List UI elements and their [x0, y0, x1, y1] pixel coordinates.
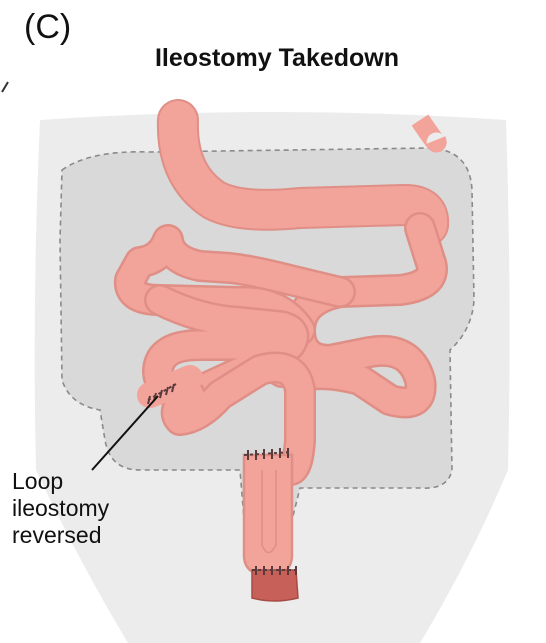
callout-label: Loop ileostomy reversed	[12, 468, 109, 549]
panel-letter: (C)	[24, 8, 72, 46]
callout-line-1: Loop	[12, 468, 64, 494]
callout-line-3: reversed	[12, 522, 102, 548]
anal-canal	[251, 569, 299, 602]
suture-lines	[147, 383, 298, 575]
edge-mark	[1, 81, 9, 93]
figure-title: Ileostomy Takedown	[154, 44, 400, 72]
small-bowel	[113, 212, 448, 486]
ileal-pouch	[242, 453, 294, 577]
stomach-fill	[158, 101, 448, 244]
callout-leader-line	[91, 395, 159, 471]
callout-line-2: ileostomy	[12, 495, 110, 521]
pouch-fold	[261, 470, 277, 554]
